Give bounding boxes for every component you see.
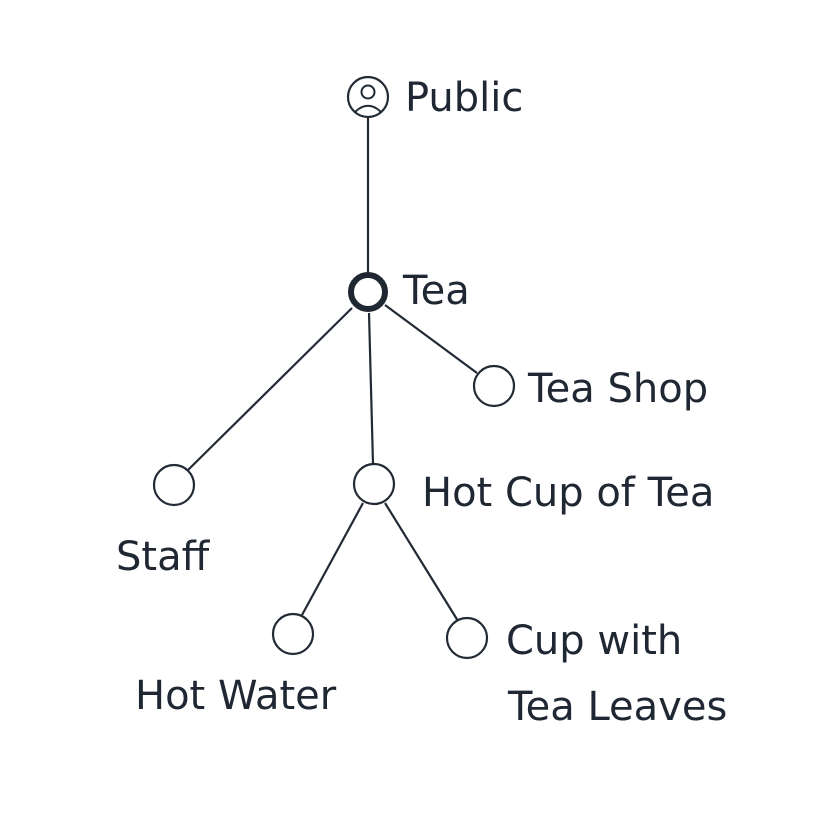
node-label-hot-cup-of-tea: Hot Cup of Tea	[422, 470, 714, 516]
node-hot-cup-of-tea[interactable]	[352, 462, 396, 506]
edge-hot-cup-hot-water	[301, 502, 364, 616]
user-circle-icon	[346, 75, 390, 119]
node-label-cup-with-tea-leaves-line1: Cup with	[506, 618, 682, 664]
node-tea[interactable]	[348, 272, 388, 312]
node-label-tea: Tea	[402, 268, 470, 314]
node-label-cup-with-tea-leaves-line2: Tea Leaves	[507, 684, 727, 730]
node-label-staff: Staff	[116, 534, 211, 580]
node-hot-water[interactable]	[271, 612, 315, 656]
edge-tea-hot-cup	[367, 312, 375, 465]
edge-tea-tea-shop	[384, 304, 478, 374]
node-label-public: Public	[405, 75, 523, 121]
edge-hot-cup-cup-leaves	[384, 502, 459, 622]
node-staff[interactable]	[152, 463, 196, 507]
node-tea-shop[interactable]	[472, 364, 516, 408]
node-cup-with-tea-leaves[interactable]	[445, 616, 489, 660]
edge-tea-staff	[187, 307, 353, 471]
node-label-hot-water: Hot Water	[135, 673, 337, 719]
node-label-tea-shop: Tea Shop	[527, 366, 708, 412]
node-public[interactable]	[346, 75, 390, 119]
